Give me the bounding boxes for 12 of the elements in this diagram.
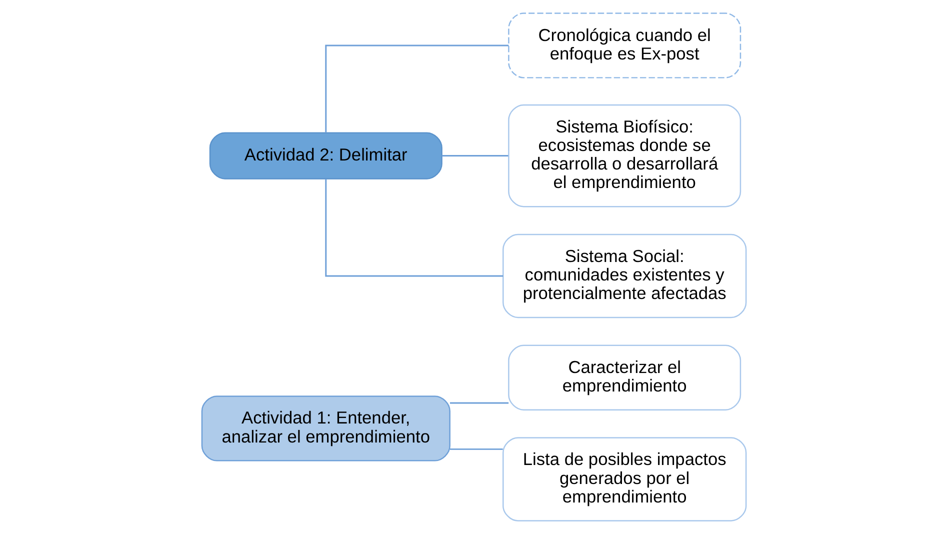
node-box: Caracterizar el emprendimiento <box>508 344 741 410</box>
connector <box>324 44 508 132</box>
connector <box>324 178 503 277</box>
node-box: Cronológica cuando el enfoque es Ex-post <box>508 12 741 78</box>
node-box: Actividad 2: Delimitar <box>208 132 442 180</box>
node-box: Actividad 1: Entender, analizar el emprendimiento <box>200 396 450 462</box>
connector <box>449 402 508 404</box>
connector <box>449 448 502 450</box>
node-box: Sistema Biofísico: ecosistemas donde se desarrolla o desarrollará el emprendimiento <box>508 104 741 208</box>
node-box: Sistema Social: comunidades existentes y protencialmente afectadas <box>502 234 746 318</box>
connector <box>441 155 508 156</box>
node-box: Lista de posibles impactos generados por el emprendimiento <box>502 437 746 522</box>
